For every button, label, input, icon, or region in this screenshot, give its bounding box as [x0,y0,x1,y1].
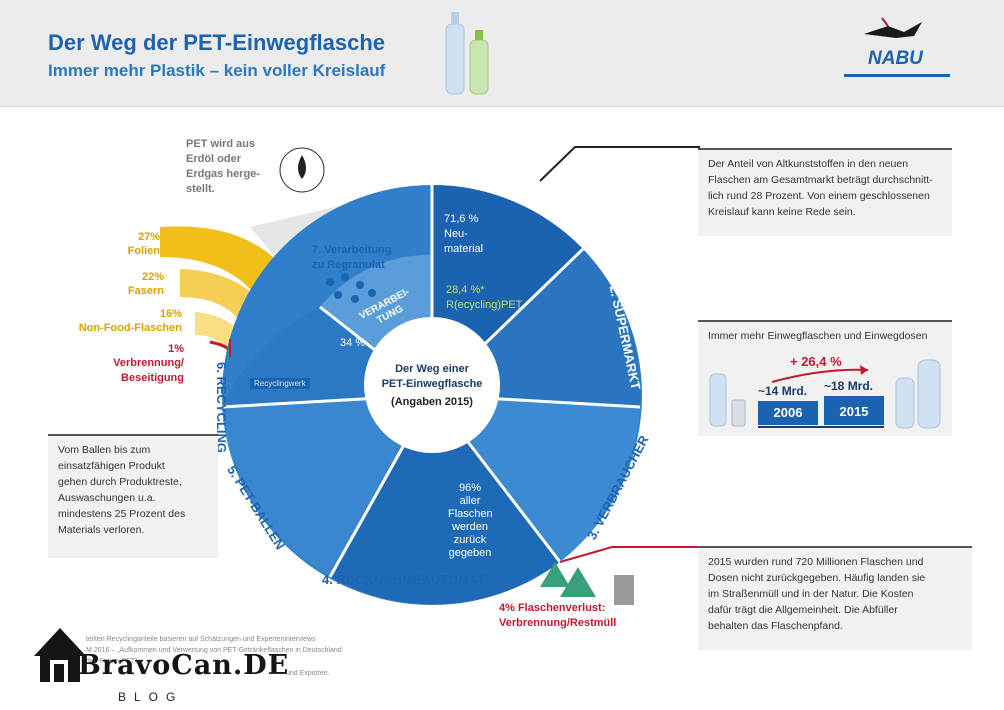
header-band: Der Weg der PET-Einwegflasche Immer mehr… [0,0,1004,107]
growth-arrow [771,365,869,383]
footnote-tail: und Exporten. [286,670,330,677]
regranulat-dots [326,273,376,303]
watermark-name: BravoCan.DE [78,650,290,681]
segment-ruecknahme [330,395,560,605]
page-subtitle: Immer mehr Plastik – kein voller Kreisla… [48,61,386,80]
bar-baseline [758,426,884,428]
bar-value-2006: ~14 Mrd. [758,384,808,398]
info-box-bottom-right: 2015 wurden rund 720 Millionen Flaschen … [698,546,972,650]
segment-petballen [222,395,432,577]
bottles-icon [445,12,489,95]
use-label-folien: Folien [127,245,160,257]
label-ruecknahme: 4. RÜCKNAHMEAUTOMAT [322,572,486,587]
segment-verbraucher [432,395,640,562]
footnote: teilten Recyclinganteile basieren auf Sc… [86,636,342,665]
info-box-growth: Immer mehr Einwegflaschen und Einwegdose… [698,320,952,436]
center-circle [364,317,500,453]
bottles-right-icon [895,359,941,429]
use-pct-fasern: 22% [141,271,164,283]
growth-title: Immer mehr Einwegflaschen und Einwegdose… [708,330,928,342]
verarbeitung-pct: 34 % [340,337,366,349]
use-pct-nonfood: 16% [159,308,182,320]
connector-top [539,146,700,182]
info-box-top-right: Der Anteil von Altkunststoffen in den ne… [698,148,952,236]
trees-icon [540,562,596,597]
house-logo [34,628,86,682]
abfueller-rpet: 28,4 %*R(ecycling)PET [446,284,523,311]
cycle-diagram [160,146,740,605]
connector-loss [559,546,740,563]
trash-icon [614,575,634,605]
bottle-can-icon [709,373,746,427]
disposal-label: Verbrennung/Beseitigung [113,357,184,384]
use-label-nonfood: Non-Food-Flaschen [78,322,182,334]
recyclingwerk-sign: Recyclingwerk [250,378,310,389]
bar-2006: 2006 [758,401,818,425]
logo-underline [844,74,950,77]
logo-text: NABU [868,48,923,69]
watermark-tag: BLOG [118,690,184,704]
nabu-logo [864,17,922,38]
disposal-pct: 1% [168,343,184,355]
bar-2015: 2015 [824,396,884,425]
use-label-fasern: Fasern [127,285,164,297]
loss-text: 4% Flaschenverlust:Verbrennung/Restmüll [499,602,617,629]
page-title: Der Weg der PET-Einwegflasche [48,30,386,55]
use-pct-folien: 27% [137,231,160,243]
abfueller-new: 71,6 %Neu-material [444,213,484,255]
bar-value-2015: ~18 Mrd. [824,379,874,393]
growth-increase: + 26,4 % [790,354,842,369]
